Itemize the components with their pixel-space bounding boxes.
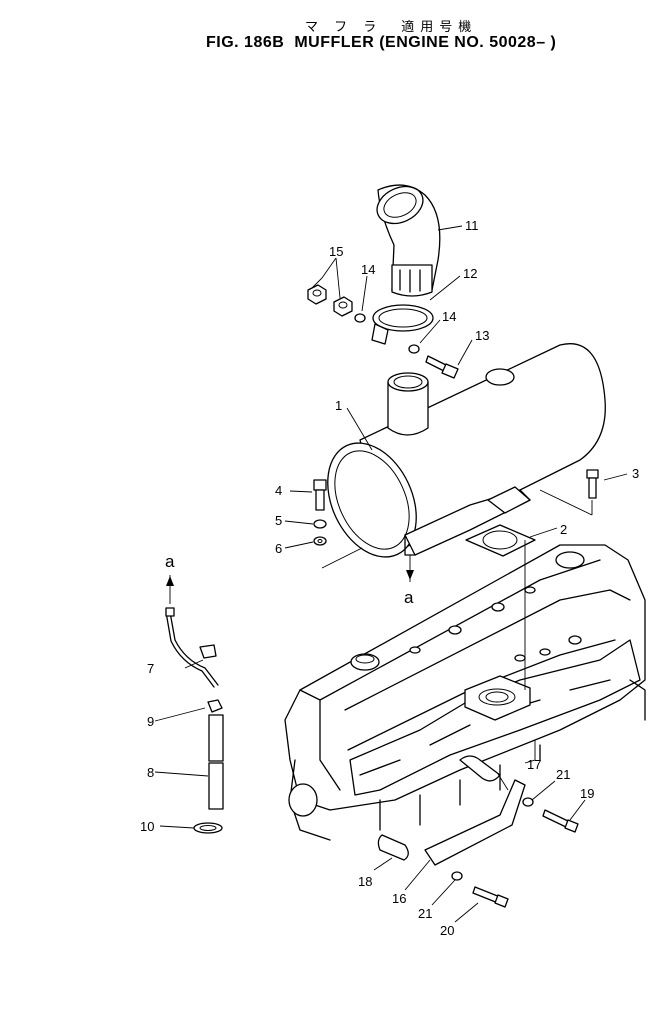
callout-21-upper: 21 bbox=[556, 767, 570, 782]
callout-14-lower: 14 bbox=[442, 309, 456, 324]
gasket bbox=[465, 524, 536, 557]
callout-8: 8 bbox=[147, 765, 154, 780]
muffler-body bbox=[327, 343, 606, 558]
muffler-bolts bbox=[313, 355, 599, 546]
callout-18: 18 bbox=[358, 874, 372, 889]
engine-cylinder-head bbox=[284, 544, 646, 841]
tail-pipe bbox=[376, 184, 441, 297]
figure-header: マ フ ラ 適用号機 FIG. 186B MUFFLER (ENGINE NO. … bbox=[0, 0, 652, 60]
japanese-title: マ フ ラ 適用号機 bbox=[305, 20, 478, 35]
nuts-and-washers bbox=[307, 284, 420, 354]
callout-14-upper: 14 bbox=[361, 262, 375, 277]
callout-6: 6 bbox=[275, 541, 282, 556]
callout-21-lower: 21 bbox=[418, 906, 432, 921]
callout-1: 1 bbox=[335, 398, 342, 413]
callout-9: 9 bbox=[147, 714, 154, 729]
oil-level-gauge-assembly bbox=[165, 607, 224, 834]
callout-17: 17 bbox=[527, 757, 541, 772]
leader-lines bbox=[154, 225, 628, 923]
reference-a-bottom: a bbox=[404, 588, 414, 607]
callout-7: 7 bbox=[147, 661, 154, 676]
pipe-clamp bbox=[371, 304, 434, 345]
callout-15: 15 bbox=[329, 244, 343, 259]
callout-5: 5 bbox=[275, 513, 282, 528]
callout-4: 4 bbox=[275, 483, 282, 498]
callout-10: 10 bbox=[140, 819, 154, 834]
callout-3: 3 bbox=[632, 466, 639, 481]
callout-19: 19 bbox=[580, 786, 594, 801]
callout-16: 16 bbox=[392, 891, 406, 906]
callout-13: 13 bbox=[475, 328, 489, 343]
reference-a-top: a bbox=[165, 552, 175, 571]
callout-20: 20 bbox=[440, 923, 454, 938]
reference-arrows bbox=[166, 570, 414, 586]
callout-11: 11 bbox=[465, 218, 479, 233]
support-bracket-parts bbox=[377, 755, 579, 908]
figure-number: FIG. 186B bbox=[206, 34, 285, 51]
callout-labels: 1 2 3 4 5 6 7 8 9 10 11 12 13 14 14 15 1… bbox=[140, 218, 639, 938]
callout-12: 12 bbox=[463, 266, 477, 281]
figure-title-line: FIG. 186B MUFFLER (ENGINE NO. 50028– ) bbox=[206, 34, 566, 52]
figure-title: MUFFLER (ENGINE NO. 50028– ) bbox=[294, 34, 557, 51]
callout-2: 2 bbox=[560, 522, 567, 537]
